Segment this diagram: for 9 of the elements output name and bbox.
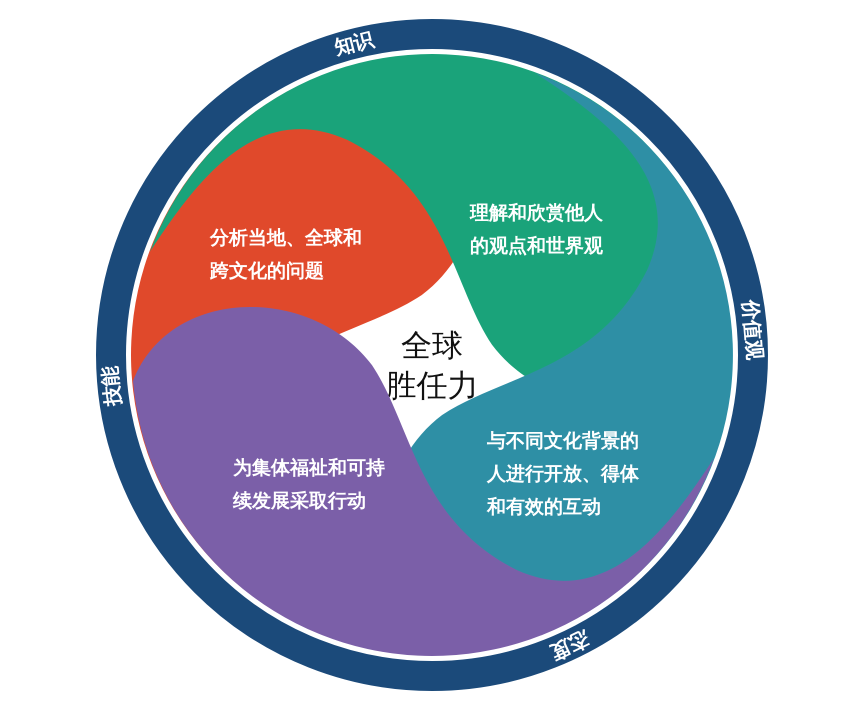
ring-label: 知识 [332,27,376,58]
center-title: 全球胜任力 [384,327,480,406]
petal-text: 理解和欣赏他人的观点和世界观 [470,200,604,259]
ring-label: 价值观 [740,298,766,360]
ring-label: 技能 [98,364,124,407]
petal-text: 为集体福祉和可持续发展采取行动 [233,456,386,514]
petal-text: 分析当地、全球和跨文化的问题 [210,226,363,284]
petal-text: 与不同文化背景的人进行开放、得体和有效的互动 [486,429,640,520]
ring-label: 态度 [547,627,593,664]
